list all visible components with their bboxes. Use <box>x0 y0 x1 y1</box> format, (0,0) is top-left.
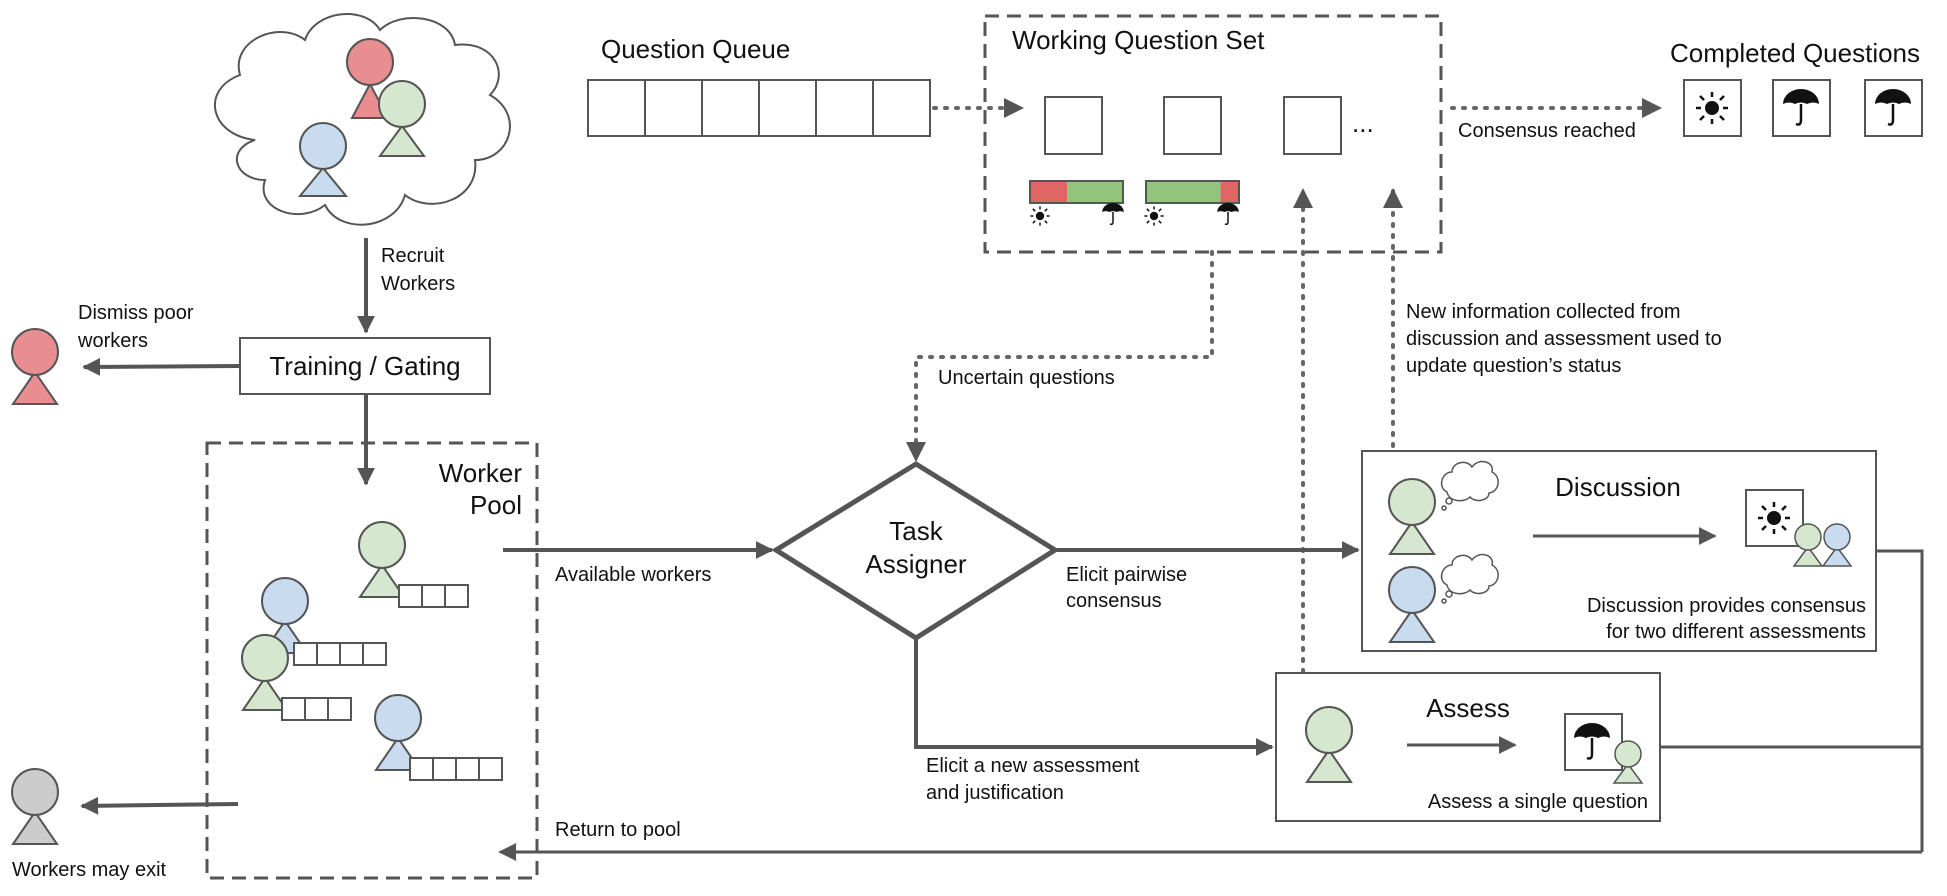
question-queue-label: Question Queue <box>601 34 790 64</box>
worker-pool-label-2: Pool <box>470 490 522 520</box>
recruit-label-1: Recruit <box>381 245 445 267</box>
umbrella-icon <box>1875 89 1911 126</box>
discussion-note-1: Discussion provides consensus <box>1587 595 1866 617</box>
consensus-reached-label: Consensus reached <box>1458 120 1636 142</box>
recruit-label-2: Workers <box>381 273 455 295</box>
umbrella-icon <box>1217 203 1239 226</box>
worker-pool-label-1: Worker <box>439 458 523 488</box>
discussion-note-2: for two different assessments <box>1606 621 1866 643</box>
elicit-assessment-arrow <box>914 638 1274 756</box>
dismiss-label-1: Dismiss poor <box>78 302 194 324</box>
person-icon <box>297 122 349 197</box>
sun-icon <box>1144 206 1164 226</box>
confidence-bar-green <box>1146 181 1221 203</box>
person-icon <box>1388 566 1436 643</box>
person-icon <box>1792 523 1824 567</box>
dismiss-arrow <box>82 357 241 376</box>
task-assigner-label-1: Task <box>889 516 943 546</box>
completed-questions-label: Completed Questions <box>1670 38 1920 68</box>
pairwise-label-1: Elicit pairwise <box>1066 564 1187 586</box>
person-icon <box>378 80 426 157</box>
sun-icon <box>1696 92 1728 124</box>
person-icon <box>1821 523 1853 567</box>
discussion-label: Discussion <box>1555 472 1681 502</box>
person-icon <box>11 328 59 405</box>
new-info-label-2: discussion and assessment used to <box>1406 328 1722 350</box>
dismiss-label-2: workers <box>77 330 148 352</box>
crowd-cloud-icon <box>213 13 511 226</box>
umbrella-icon <box>1783 89 1819 126</box>
pool-worker <box>241 634 352 721</box>
available-workers-label: Available workers <box>555 564 711 586</box>
working-question-set-box <box>983 14 1443 254</box>
pool-worker <box>358 521 469 608</box>
assess-note: Assess a single question <box>1428 791 1648 813</box>
uncertain-questions-arrow <box>906 250 1214 462</box>
pairwise-label-2: consensus <box>1066 590 1162 612</box>
thought-cloud-icon <box>1440 460 1499 511</box>
exit-arrow <box>80 796 239 815</box>
umbrella-icon <box>1574 723 1610 760</box>
sun-icon <box>1758 502 1790 534</box>
working-question <box>1283 96 1342 155</box>
return-to-pool-label: Return to pool <box>555 819 681 841</box>
training-gating-label: Training / Gating <box>269 351 460 381</box>
worker-pool-box <box>205 441 539 880</box>
elicit-new-label-2: and justification <box>926 782 1064 804</box>
pool-worker <box>374 694 503 781</box>
confidence-bar <box>1029 180 1124 204</box>
uncertain-questions-label: Uncertain questions <box>938 367 1115 389</box>
confidence-bar <box>1145 180 1240 204</box>
assess-label: Assess <box>1426 693 1510 723</box>
thought-cloud-icon <box>1440 553 1499 604</box>
sun-icon <box>1030 206 1050 226</box>
person-icon <box>11 768 59 845</box>
working-question-set-label: Working Question Set <box>1012 25 1265 55</box>
person-icon <box>1612 740 1644 784</box>
discussion-return-line <box>1876 549 1924 852</box>
confidence-bar-red <box>1030 181 1068 203</box>
assess-result-question <box>1564 713 1623 771</box>
question-queue <box>587 79 931 137</box>
working-set-ellipsis: ... <box>1352 108 1374 138</box>
elicit-new-label-1: Elicit a new assessment <box>926 755 1140 777</box>
workers-exit-label: Workers may exit <box>12 859 167 881</box>
confidence-bar-red <box>1220 181 1239 203</box>
working-question <box>1163 96 1222 155</box>
confidence-bar-green <box>1067 181 1123 203</box>
task-assigner-label-2: Assigner <box>865 549 966 579</box>
pool-worker <box>261 577 387 666</box>
new-info-label-3: update question’s status <box>1406 355 1621 377</box>
new-info-label-1: New information collected from <box>1406 301 1681 323</box>
person-icon <box>1305 706 1353 783</box>
person-icon <box>1388 478 1436 555</box>
working-question <box>1044 96 1103 155</box>
umbrella-icon <box>1102 203 1124 226</box>
